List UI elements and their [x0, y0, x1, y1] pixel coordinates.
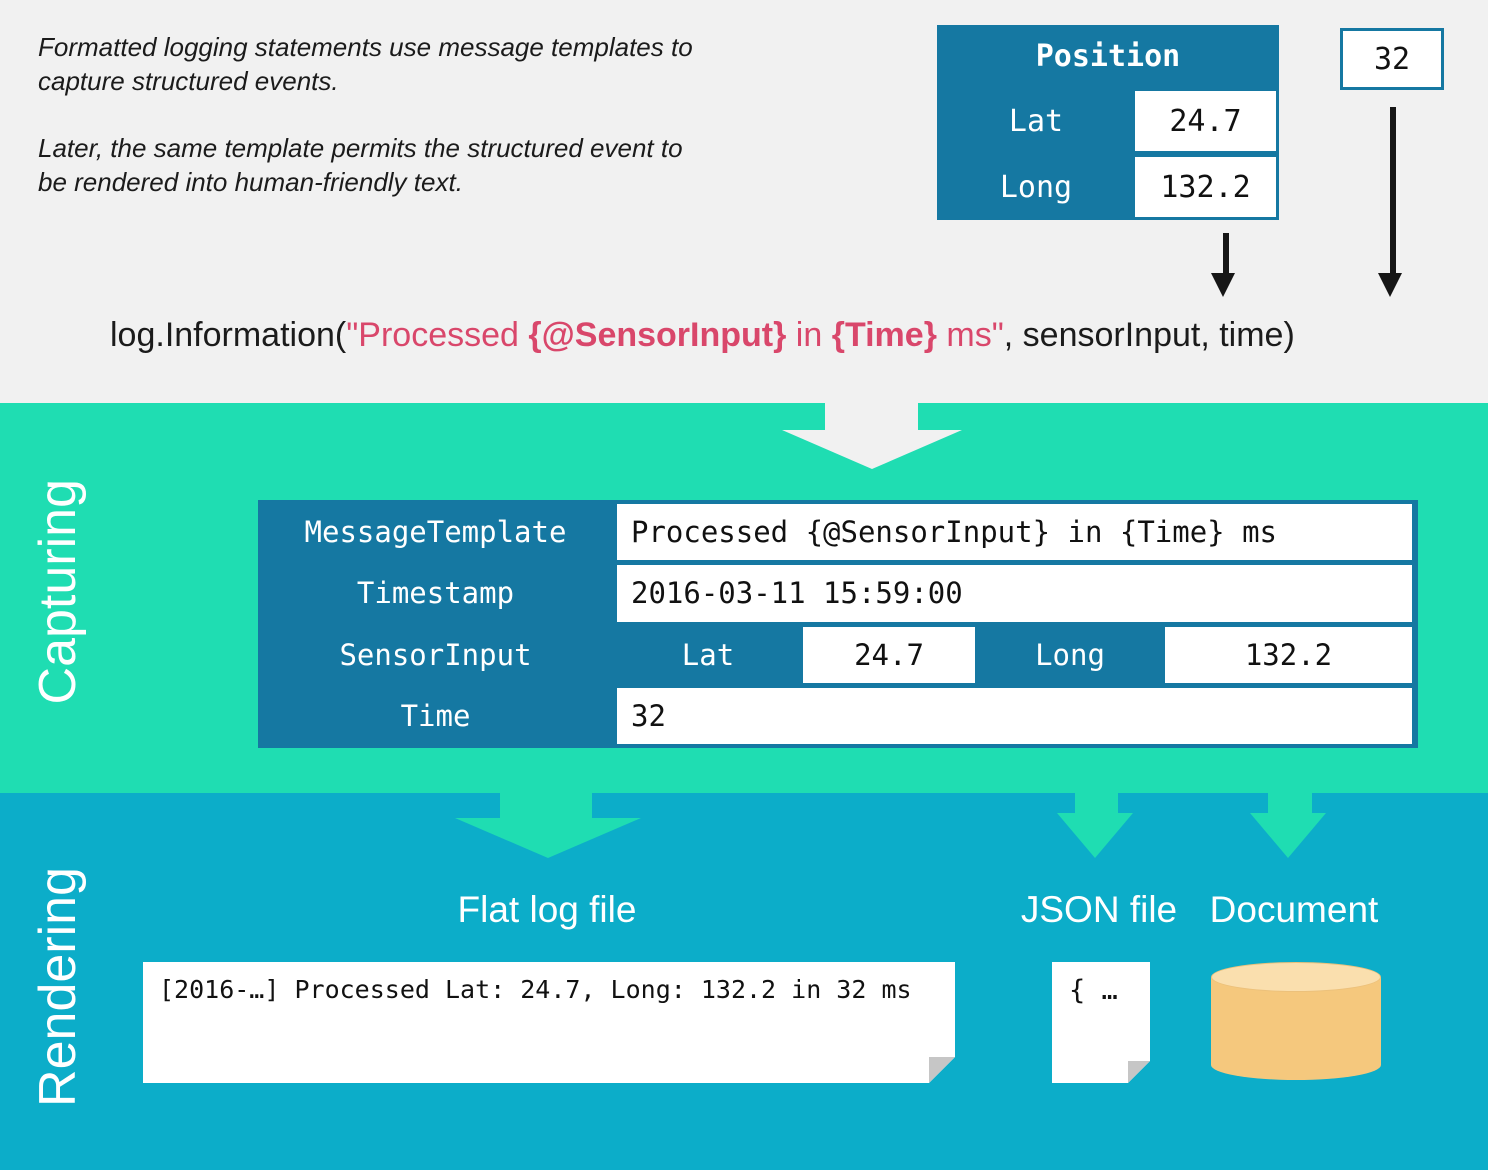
arrow-stem: [1223, 233, 1229, 273]
time-label: Time: [400, 698, 471, 733]
flat-log-file-icon: [2016-…] Processed Lat: 24.7, Long: 132.…: [143, 962, 955, 1083]
document-label: Document: [1209, 889, 1379, 930]
sensorinput-long-value: 132.2: [1165, 626, 1412, 683]
arrow-head: [1378, 273, 1402, 297]
code-hole-time: {Time}: [831, 316, 937, 354]
arrow-stem: [825, 403, 918, 430]
code-string-mid: in: [786, 316, 832, 354]
code-string-close: ms": [936, 316, 1004, 354]
flat-log-content: [2016-…] Processed Lat: 24.7, Long: 132.…: [159, 975, 912, 1004]
sensorinput-lat-label: Lat: [681, 637, 735, 672]
messagetemplate-value: Processed {@SensorInput} in {Time} ms: [617, 504, 1412, 561]
capturing-section-label: Capturing: [29, 479, 87, 705]
arrow-head: [1250, 813, 1326, 858]
database-cylinder-icon: [1211, 962, 1381, 1080]
intro-paragraph-1: Formatted logging statements use message…: [38, 30, 693, 98]
intro-paragraph-2: Later, the same template permits the str…: [38, 131, 693, 199]
arrow-stem: [1268, 793, 1312, 813]
arrow-stem: [500, 793, 592, 818]
intro-p2-line1: Later, the same template permits the str…: [38, 133, 683, 163]
sensorinput-label: SensorInput: [339, 637, 532, 672]
code-suffix: , sensorInput, time): [1003, 316, 1295, 354]
page-corner-fold: [1128, 1061, 1150, 1083]
position-table: Position Lat 24.7 Long 132.2: [937, 25, 1279, 220]
code-hole-sensorinput: {@SensorInput}: [528, 316, 787, 354]
json-file-label: JSON file: [1020, 889, 1178, 930]
position-lat-value: 24.7: [1135, 91, 1276, 151]
position-table-title: Position: [1035, 39, 1181, 74]
json-file-icon: { …: [1052, 962, 1150, 1083]
timestamp-value: 2016-03-11 15:59:00: [617, 565, 1412, 622]
event-row-time: Time 32: [258, 687, 1412, 744]
cylinder-top: [1211, 962, 1381, 992]
logging-code-line: log.Information("Processed {@SensorInput…: [110, 316, 1295, 355]
rendering-section-label: Rendering: [29, 867, 87, 1107]
arrow-head: [1211, 273, 1235, 297]
rendering-section: Rendering Flat log file JSON file Docume…: [0, 793, 1488, 1170]
code-prefix: log.Information(: [110, 316, 347, 354]
structured-event-table: MessageTemplate Processed {@SensorInput}…: [258, 500, 1418, 748]
position-row-lat: Lat 24.7: [937, 88, 1279, 154]
code-string-open: "Processed: [346, 316, 529, 354]
event-row-timestamp: Timestamp 2016-03-11 15:59:00: [258, 565, 1412, 622]
top-section: Formatted logging statements use message…: [0, 0, 1488, 403]
sensorinput-lat-value: 24.7: [803, 626, 975, 683]
capturing-section: Capturing MessageTemplate Processed {@Se…: [0, 403, 1488, 793]
messagetemplate-label: MessageTemplate: [304, 515, 567, 550]
position-row-long: Long 132.2: [937, 154, 1279, 220]
intro-p2-line2: be rendered into human-friendly text.: [38, 167, 463, 197]
json-file-content: { …: [1069, 975, 1118, 1006]
position-long-value: 132.2: [1135, 157, 1276, 217]
timestamp-label: Timestamp: [356, 576, 515, 611]
arrow-stem: [1075, 793, 1118, 813]
event-row-messagetemplate: MessageTemplate Processed {@SensorInput}…: [258, 504, 1412, 561]
intro-p1-line2: capture structured events.: [38, 66, 339, 96]
sensorinput-long-label: Long: [1035, 637, 1105, 672]
position-long-label: Long: [999, 169, 1073, 205]
position-lat-label: Lat: [1008, 103, 1064, 139]
intro-text: Formatted logging statements use message…: [38, 30, 693, 199]
intro-p1-line1: Formatted logging statements use message…: [38, 32, 693, 62]
arrow-head: [782, 430, 962, 469]
page-corner-fold: [929, 1057, 955, 1083]
time-value-box: 32: [1340, 28, 1444, 90]
time-value: 32: [617, 687, 1412, 744]
flat-log-file-label: Flat log file: [457, 889, 637, 930]
arrow-stem: [1390, 107, 1396, 273]
arrow-head: [455, 818, 641, 858]
event-row-sensorinput: SensorInput Lat 24.7 Long 132.2: [258, 626, 1412, 683]
arrow-head: [1057, 813, 1133, 858]
